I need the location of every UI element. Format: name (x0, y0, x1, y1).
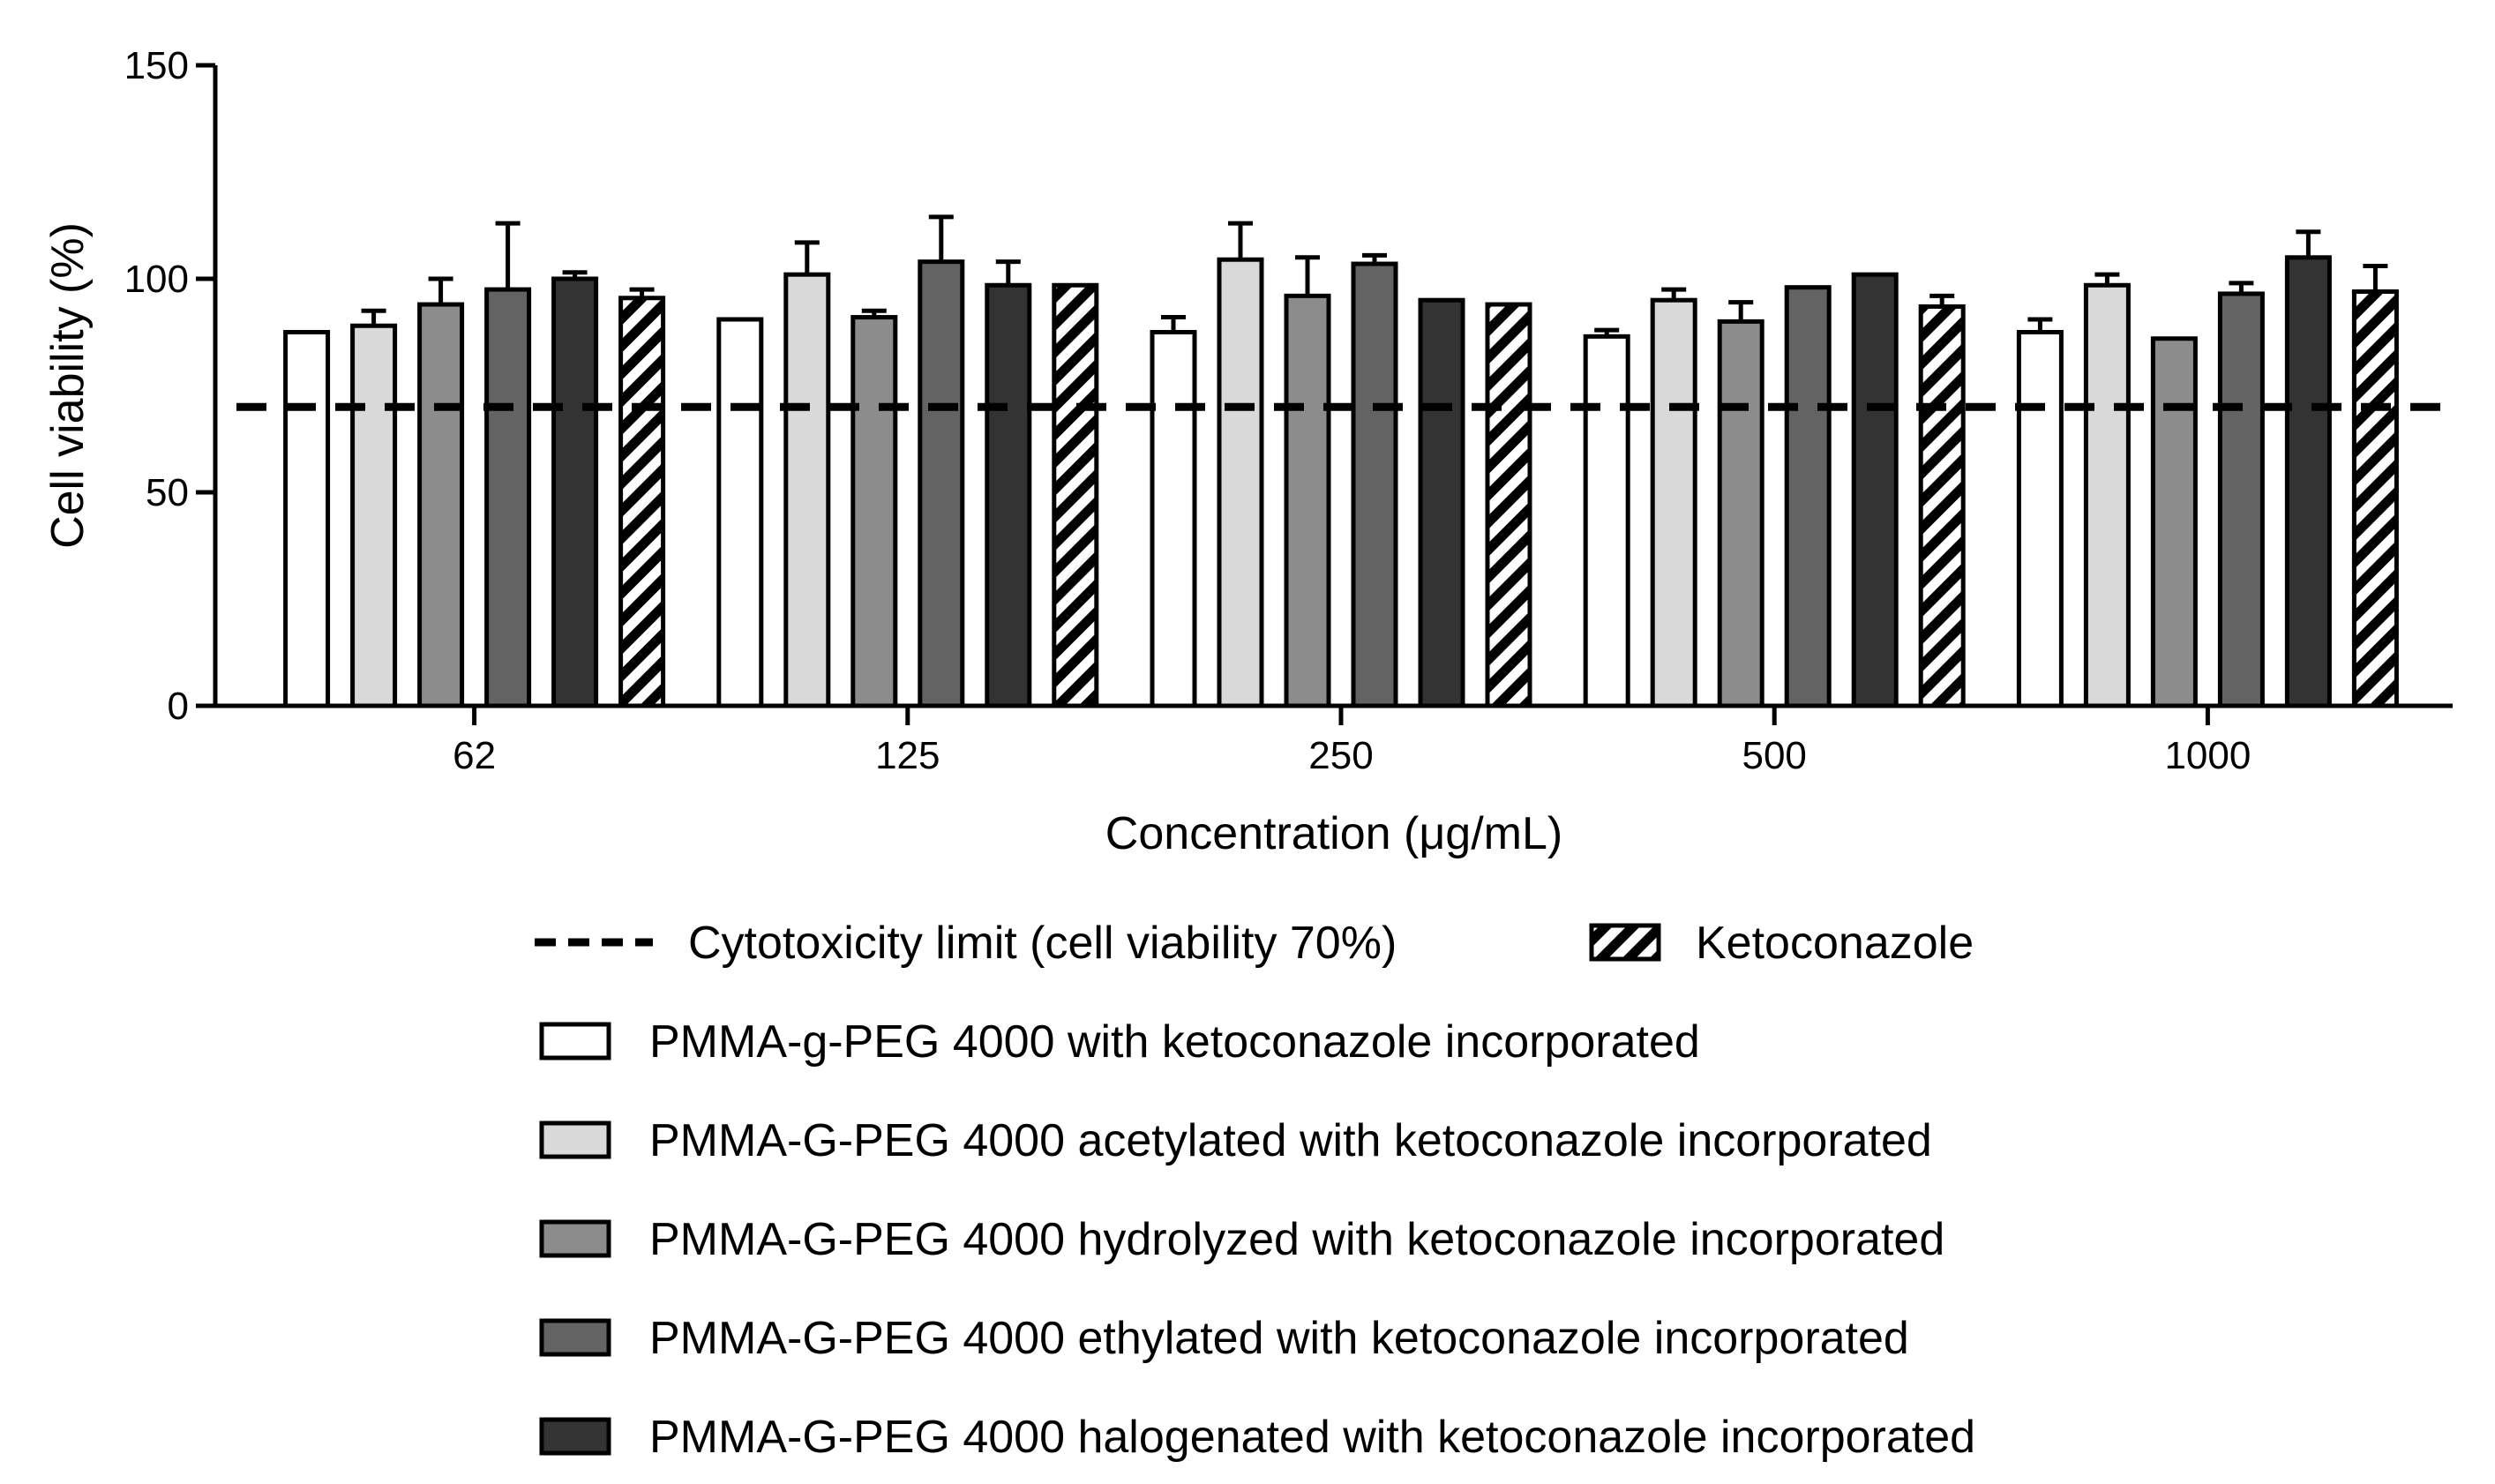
bar-s2-62 (417, 302, 465, 708)
bar-s0-125 (716, 317, 764, 708)
bar-s5-250 (1485, 302, 1532, 708)
x-axis: 62 125 250 500 1000 (215, 703, 2453, 777)
bar-s0-250 (1150, 330, 1197, 708)
legend-swatch-series-3 (539, 1318, 611, 1357)
legend-swatch-series-2 (539, 1219, 611, 1258)
x-tick-label-125: 125 (875, 734, 940, 777)
bar-s5-62 (618, 296, 666, 708)
bar-s5-125 (1052, 282, 1099, 708)
legend-label-series-4: PMMA-G-PEG 4000 halogenated with ketocon… (649, 1412, 1975, 1463)
bar-s0-500 (1583, 334, 1630, 708)
x-tick-label-62: 62 (453, 734, 496, 777)
x-tick-label-1000: 1000 (2164, 734, 2251, 777)
bar-s5-1000 (2351, 289, 2399, 708)
legend-label-cytotoxicity-limit: Cytotoxicity limit (cell viability 70%) (688, 918, 1397, 969)
legend: Cytotoxicity limit (cell viability 70%) K… (535, 918, 1975, 1463)
x-axis-title: Concentration (μg/mL) (1105, 808, 1562, 859)
bars (283, 214, 2399, 708)
bar-s1-500 (1650, 297, 1697, 708)
bar-s4-62 (551, 276, 599, 708)
bar-s3-125 (918, 259, 965, 708)
bar-s3-500 (1784, 285, 1832, 708)
y-axis-title: Cell viability (%) (42, 222, 94, 549)
y-tick-label-150: 150 (124, 44, 189, 87)
x-tick-label-500: 500 (1742, 734, 1806, 777)
legend-label-series-2: PMMA-G-PEG 4000 hydrolyzed with ketocona… (649, 1214, 1944, 1265)
y-axis: 0 50 100 150 (124, 44, 218, 728)
bar-s2-125 (850, 315, 898, 708)
bar-s4-500 (1851, 272, 1899, 708)
bar-s5-500 (1918, 304, 1966, 708)
bar-s3-1000 (2217, 291, 2265, 708)
bar-s1-1000 (2083, 282, 2131, 708)
legend-label-ketoconazole: Ketoconazole (1696, 918, 1974, 969)
bar-s0-1000 (2016, 330, 2064, 708)
bar-s1-250 (1217, 257, 1264, 708)
bar-s1-62 (350, 323, 398, 708)
legend-label-series-3: PMMA-G-PEG 4000 ethylated with ketoconaz… (649, 1313, 1909, 1364)
bar-s3-62 (484, 287, 532, 708)
x-tick-label-250: 250 (1308, 734, 1373, 777)
bar-s4-250 (1418, 297, 1465, 708)
bar-s4-1000 (2284, 255, 2332, 708)
legend-swatch-ketoconazole (1589, 923, 1661, 962)
bar-s1-125 (783, 272, 831, 708)
legend-label-series-0: PMMA-g-PEG 4000 with ketoconazole incorp… (649, 1016, 1700, 1068)
y-tick-label-100: 100 (124, 258, 189, 301)
bar-s3-250 (1351, 261, 1398, 708)
bar-s2-250 (1284, 293, 1331, 708)
legend-swatch-series-4 (539, 1417, 611, 1456)
bar-s4-125 (985, 282, 1032, 708)
bar-s2-1000 (2150, 336, 2198, 708)
y-tick-label-50: 50 (146, 471, 189, 514)
legend-swatch-series-1 (539, 1120, 611, 1159)
bar-s2-500 (1717, 319, 1764, 708)
legend-label-series-1: PMMA-G-PEG 4000 acetylated with ketocona… (649, 1115, 1932, 1166)
y-tick-label-0: 0 (168, 685, 189, 728)
legend-swatch-series-0 (539, 1022, 611, 1061)
bar-s0-62 (283, 330, 331, 708)
